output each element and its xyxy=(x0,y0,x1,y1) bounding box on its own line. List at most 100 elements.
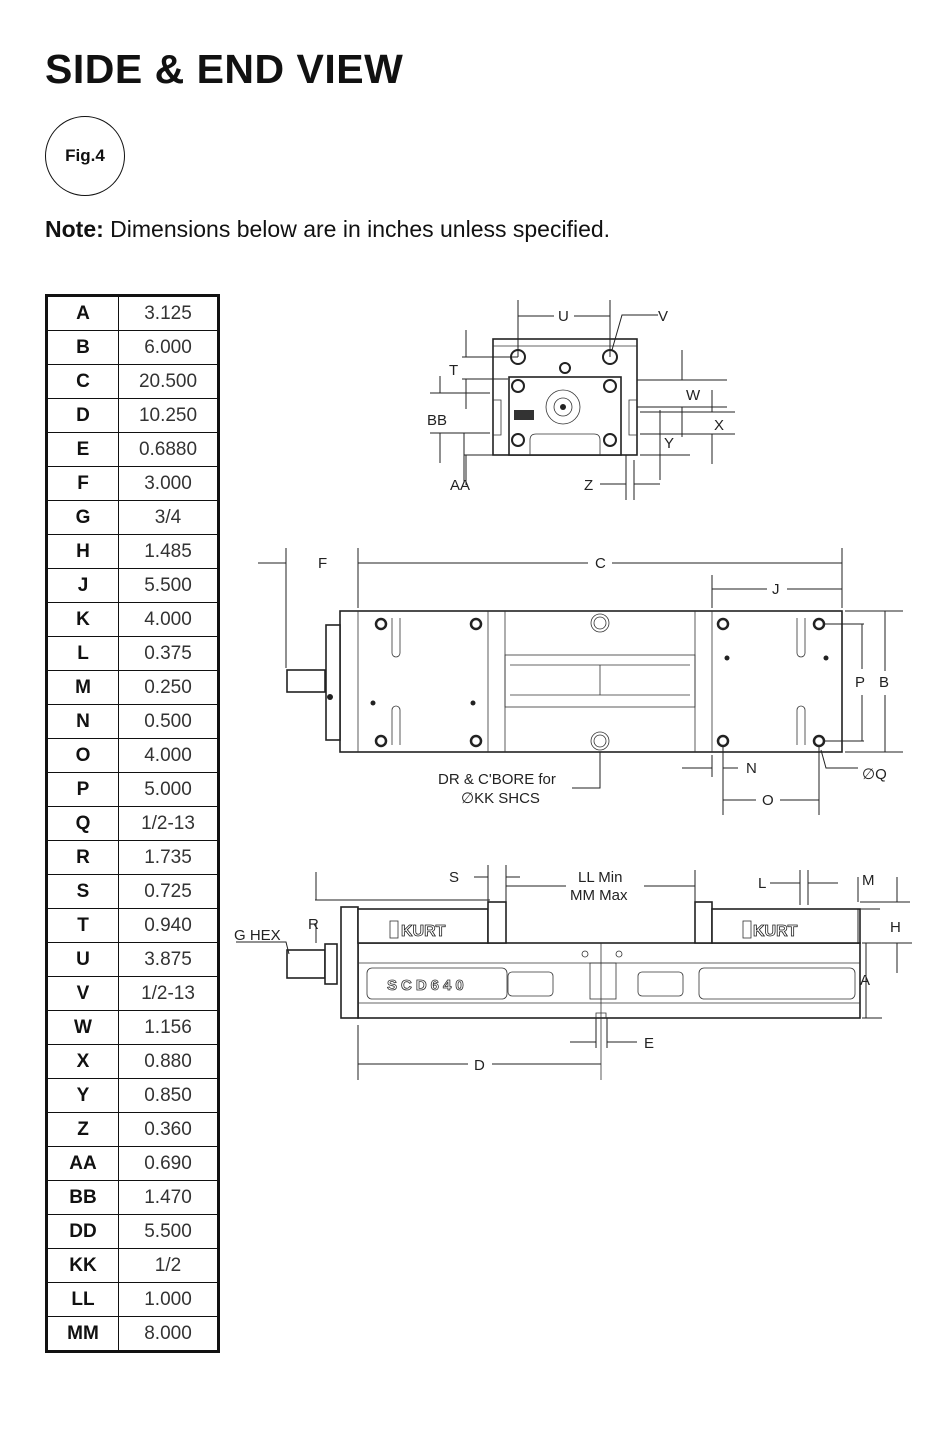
dimension-value: 20.500 xyxy=(118,364,219,399)
dim-label-aa: AA xyxy=(450,477,470,494)
dim-label-g-hex: G HEX xyxy=(234,927,281,944)
dim-label-o: O xyxy=(762,792,774,809)
dimension-value: 1.156 xyxy=(118,1010,219,1045)
dim-label-a: A xyxy=(860,972,870,989)
dim-label-d: D xyxy=(474,1057,485,1074)
side-view: KURT KURT SCD640 R S LL Min MM Max L M H… xyxy=(234,865,912,1080)
dimension-value: 6.000 xyxy=(118,330,219,365)
dimension-value: 3.000 xyxy=(118,466,219,501)
dimension-key: MM xyxy=(46,1316,119,1352)
dim-label-q: ∅Q xyxy=(862,766,887,783)
dimension-key: O xyxy=(46,738,119,773)
dim-label-ll: LL Min xyxy=(578,869,622,886)
kurt-logo-right: KURT xyxy=(753,923,798,940)
dim-label-p: P xyxy=(855,674,865,691)
dimension-key: N xyxy=(46,704,119,739)
dimension-key: U xyxy=(46,942,119,977)
dimension-value: 0.375 xyxy=(118,636,219,671)
dimension-value: 1/2-13 xyxy=(118,976,219,1011)
dimension-value: 1/2-13 xyxy=(118,806,219,841)
dimension-value: 0.880 xyxy=(118,1044,219,1079)
dimension-value: 10.250 xyxy=(118,398,219,433)
callout-line-2: ∅KK SHCS xyxy=(461,790,540,807)
dimension-value: 0.940 xyxy=(118,908,219,943)
dimension-value: 4.000 xyxy=(118,602,219,637)
dim-label-v: V xyxy=(658,308,668,325)
figure-badge: Fig.4 xyxy=(45,116,125,196)
dim-label-f: F xyxy=(318,555,327,572)
dimension-key: D xyxy=(46,398,119,433)
note-text: Dimensions below are in inches unless sp… xyxy=(103,216,611,242)
dimension-key: R xyxy=(46,840,119,875)
dimension-value: 0.250 xyxy=(118,670,219,705)
dimension-value: 1.735 xyxy=(118,840,219,875)
dim-label-s: S xyxy=(449,869,459,886)
dimension-value: 3.875 xyxy=(118,942,219,977)
dim-label-z: Z xyxy=(584,477,593,494)
top-view: F C J P B N ∅Q O DR & C'BORE for ∅KK SHC… xyxy=(258,548,903,815)
dim-label-l: L xyxy=(758,875,766,892)
dimension-key: G xyxy=(46,500,119,535)
dimension-value: 3.125 xyxy=(118,295,219,331)
callout-line-1: DR & C'BORE for xyxy=(438,771,556,788)
dim-label-bb: BB xyxy=(427,412,447,429)
dim-label-w: W xyxy=(686,387,701,404)
end-view: U V T BB AA W X Y Z xyxy=(427,300,735,500)
dimension-key: F xyxy=(46,466,119,501)
dimension-key: Y xyxy=(46,1078,119,1113)
note-label: Note: xyxy=(45,216,104,242)
dim-label-m: M xyxy=(862,872,875,889)
dimension-key: V xyxy=(46,976,119,1011)
dim-label-mm: MM Max xyxy=(570,887,628,904)
model-stamp: SCD640 xyxy=(387,977,468,994)
dimension-value: 0.725 xyxy=(118,874,219,909)
dimension-key: DD xyxy=(46,1214,119,1249)
dim-label-t: T xyxy=(449,362,458,379)
dim-label-e: E xyxy=(644,1035,654,1052)
dimension-value: 3/4 xyxy=(118,500,219,535)
dim-label-x: X xyxy=(714,417,724,434)
dimension-value: 0.360 xyxy=(118,1112,219,1147)
dimension-value: 1/2 xyxy=(118,1248,219,1283)
dimension-key: H xyxy=(46,534,119,569)
kurt-logo-left: KURT xyxy=(401,923,446,940)
page-title: SIDE & END VIEW xyxy=(45,46,404,92)
dimension-value: 0.850 xyxy=(118,1078,219,1113)
dim-label-h: H xyxy=(890,919,901,936)
dimension-value: 4.000 xyxy=(118,738,219,773)
dimension-value: 8.000 xyxy=(118,1316,219,1352)
dimension-key: E xyxy=(46,432,119,467)
units-note: Note: Dimensions below are in inches unl… xyxy=(45,216,610,243)
dim-label-y: Y xyxy=(664,435,674,452)
dim-label-c: C xyxy=(595,555,606,572)
dim-label-r: R xyxy=(308,916,319,933)
dimension-value: 0.500 xyxy=(118,704,219,739)
dimension-key: LL xyxy=(46,1282,119,1317)
dim-label-j: J xyxy=(772,581,780,598)
dim-label-b: B xyxy=(879,674,889,691)
dim-label-n: N xyxy=(746,760,757,777)
dim-label-u: U xyxy=(558,308,569,325)
